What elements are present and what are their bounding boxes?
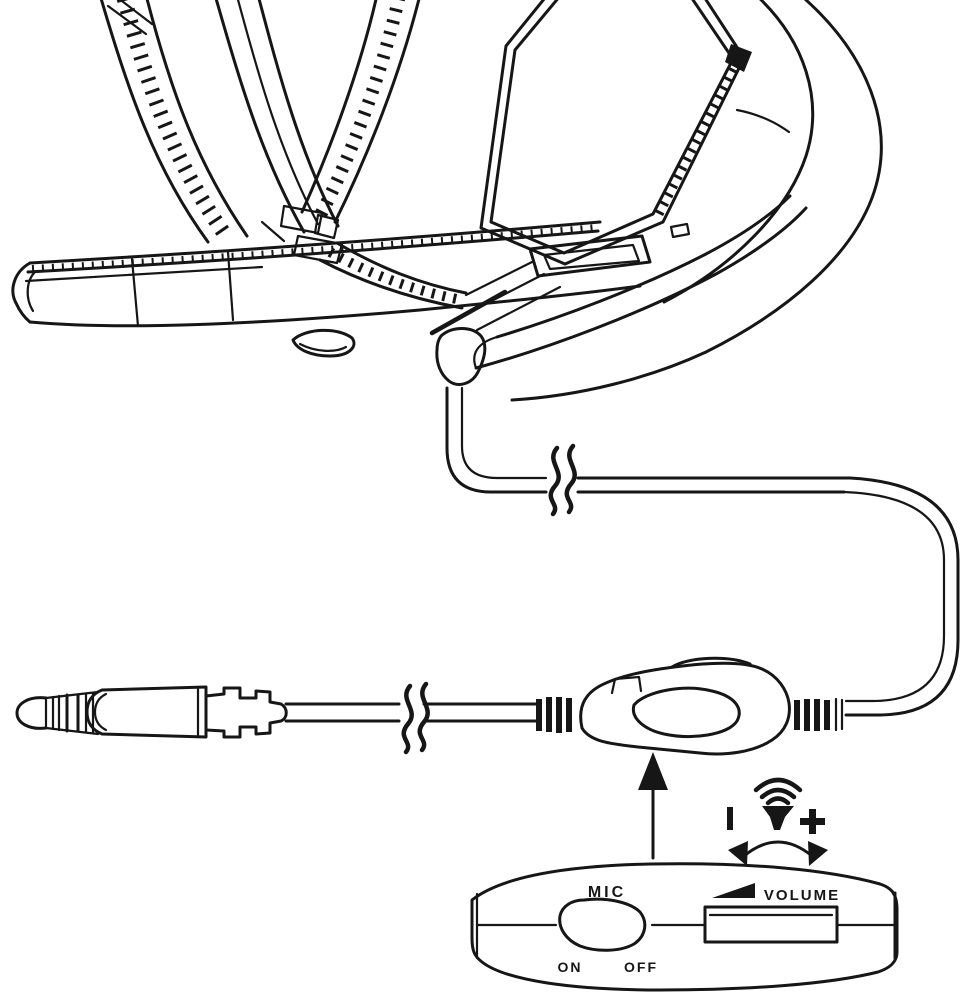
boom-hinge [429, 234, 652, 386]
volume-increase-icon [800, 809, 825, 834]
rotate-both-ways-arrow-icon [728, 840, 828, 866]
inline-remote [536, 656, 844, 756]
remote-right-strain-relief [794, 697, 844, 732]
remote-left-strain-relief [536, 697, 572, 733]
hinge-arm [291, 328, 356, 358]
volume-ramp-icon [712, 883, 755, 898]
volume-decrease-icon [727, 807, 733, 830]
headband-band-right [300, 0, 421, 224]
mic-boom [11, 220, 642, 328]
on-label: ON [558, 959, 583, 975]
mic-label: MIC [588, 884, 626, 901]
remote-detail-outline [470, 862, 899, 992]
ear-cushion [473, 194, 808, 370]
headset-cable [284, 386, 960, 755]
speaker-sound-waves-icon [753, 777, 803, 830]
cable-break-lower [401, 681, 430, 755]
headband-adjuster [260, 204, 344, 265]
jack-plug [15, 685, 288, 739]
headset-illustration [11, 0, 883, 402]
off-label: OFF [624, 959, 658, 975]
mic-switch [558, 897, 647, 952]
cable-break-upper [548, 443, 577, 517]
headband-band-left [99, 0, 249, 244]
callout-arrow [638, 752, 668, 860]
earcup-frame [479, 0, 752, 266]
remote-detail-view: MIC ON OFF VOLUME [470, 862, 899, 992]
volume-adjust-icons [727, 777, 828, 866]
volume-slider [703, 905, 839, 944]
headband-band-middle [214, 0, 340, 234]
earcup-shell [510, 0, 883, 402]
volume-label: VOLUME [764, 887, 840, 904]
